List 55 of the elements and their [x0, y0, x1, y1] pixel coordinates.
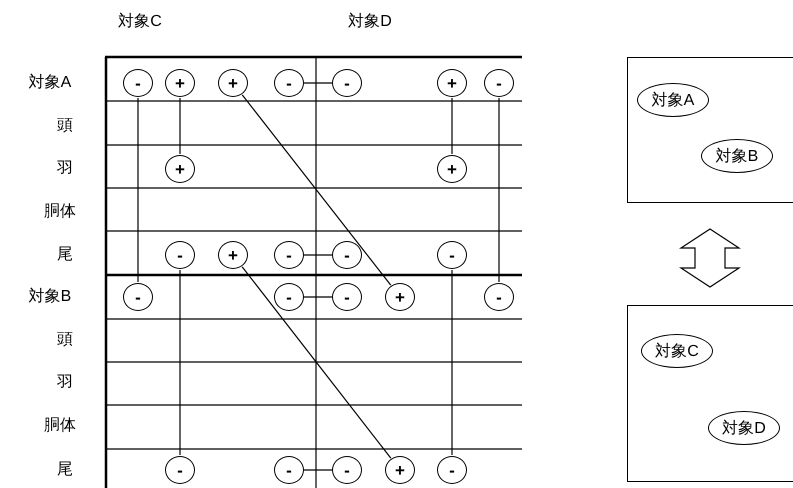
connector-line — [179, 270, 181, 455]
sign-circle: - — [437, 456, 467, 484]
group-box — [627, 305, 793, 482]
object-ellipse: 対象A — [637, 83, 709, 117]
row-label: 尾 — [57, 245, 73, 265]
object-ellipse: 対象D — [708, 411, 780, 445]
sign-circle: - — [274, 456, 304, 484]
sign-circle: + — [218, 241, 248, 269]
sign-circle: - — [274, 241, 304, 269]
row-label: 対象A — [28, 73, 72, 93]
row-label: 胴体 — [44, 202, 76, 222]
sign-circle: + — [165, 155, 195, 183]
sign-circle: - — [484, 283, 514, 311]
sign-circle: + — [385, 456, 415, 484]
sign-circle: + — [437, 69, 467, 97]
column-header: 対象C — [118, 12, 162, 32]
sign-circle: - — [165, 456, 195, 484]
column-header: 対象D — [348, 12, 392, 32]
sign-circle: - — [332, 241, 362, 269]
sign-circle: + — [165, 69, 195, 97]
sign-circle: - — [437, 241, 467, 269]
group-box — [627, 57, 793, 203]
row-label: 尾 — [57, 460, 73, 480]
connector-line — [498, 98, 500, 282]
connector-line — [179, 98, 181, 154]
object-ellipse: 対象C — [641, 334, 713, 368]
sign-circle: - — [484, 69, 514, 97]
connector-line — [451, 98, 453, 154]
sign-circle: - — [332, 283, 362, 311]
object-ellipse: 対象B — [701, 139, 773, 173]
double-arrow — [678, 228, 742, 288]
sign-circle: + — [218, 69, 248, 97]
row-label: 羽 — [57, 373, 73, 393]
sign-circle: - — [274, 283, 304, 311]
sign-circle: + — [385, 283, 415, 311]
sign-circle: - — [123, 283, 153, 311]
row-label: 頭 — [57, 330, 73, 350]
row-label: 頭 — [57, 116, 73, 136]
connector-line — [242, 266, 392, 459]
connector-line — [304, 469, 332, 471]
connector-line — [137, 98, 139, 282]
sign-circle: - — [332, 69, 362, 97]
sign-circle: - — [274, 69, 304, 97]
sign-circle: - — [123, 69, 153, 97]
connector-line — [304, 254, 332, 256]
sign-circle: - — [332, 456, 362, 484]
row-label: 羽 — [57, 159, 73, 179]
connector-line — [242, 94, 392, 286]
row-label: 対象B — [28, 287, 72, 307]
sign-circle: - — [165, 241, 195, 269]
row-label: 胴体 — [44, 416, 76, 436]
connector-line — [304, 82, 332, 84]
connector-line — [451, 270, 453, 455]
sign-circle: + — [437, 155, 467, 183]
connector-line — [304, 296, 332, 298]
